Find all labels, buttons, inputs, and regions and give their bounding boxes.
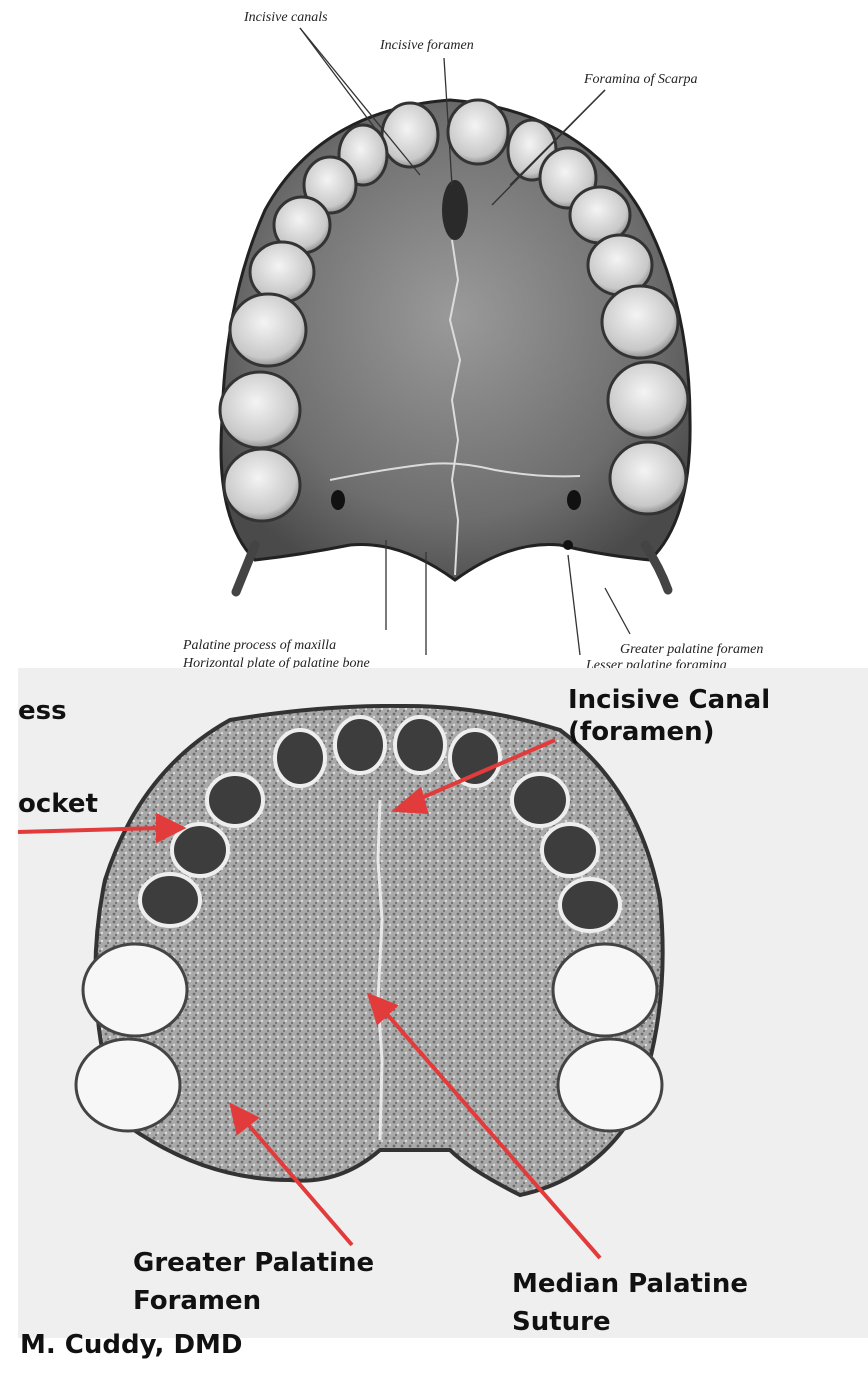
- left-hamulus: [236, 545, 255, 592]
- engraving-panel: Incisive canals Incisive foramen Foramin…: [0, 0, 868, 668]
- incisive-foramen-mark: [442, 180, 468, 240]
- incisive-canals-label: Incisive canals: [244, 10, 328, 26]
- author-credit: M. Cuddy, DMD: [20, 1330, 243, 1360]
- lesser-palatine-mark: [563, 540, 573, 550]
- right-greater-palatine-mark: [567, 490, 581, 510]
- incisive-canal-label: Incisive Canal: [568, 684, 770, 716]
- foramina-of-scarpa-label: Foramina of Scarpa: [584, 72, 698, 88]
- incisive-foramen-label: Incisive foramen: [380, 38, 474, 54]
- left-greater-palatine-mark: [331, 490, 345, 510]
- greater-palatine-foramen-line2: Foramen: [133, 1285, 261, 1317]
- incisive-foramen-paren-label: (foramen): [568, 716, 715, 748]
- horizontal-plate-label: Horizontal plate of palatine bone: [183, 656, 370, 668]
- median-palatine-suture-line2: Suture: [512, 1306, 611, 1338]
- median-palatine-label: Median Palatine: [512, 1268, 748, 1300]
- greater-palatine-label: Greater Palatine: [133, 1247, 374, 1279]
- greater-palatine-foramen-label: Greater palatine foramen: [620, 642, 763, 658]
- socket-label-fragment: ocket: [18, 788, 98, 820]
- engraved-palate-drawing: [0, 0, 868, 668]
- process-label-fragment: ess: [18, 695, 67, 727]
- lesser-palatine-foramina-label: Lesser palatine foramina: [586, 658, 727, 668]
- palatine-process-label: Palatine process of maxilla: [183, 638, 336, 654]
